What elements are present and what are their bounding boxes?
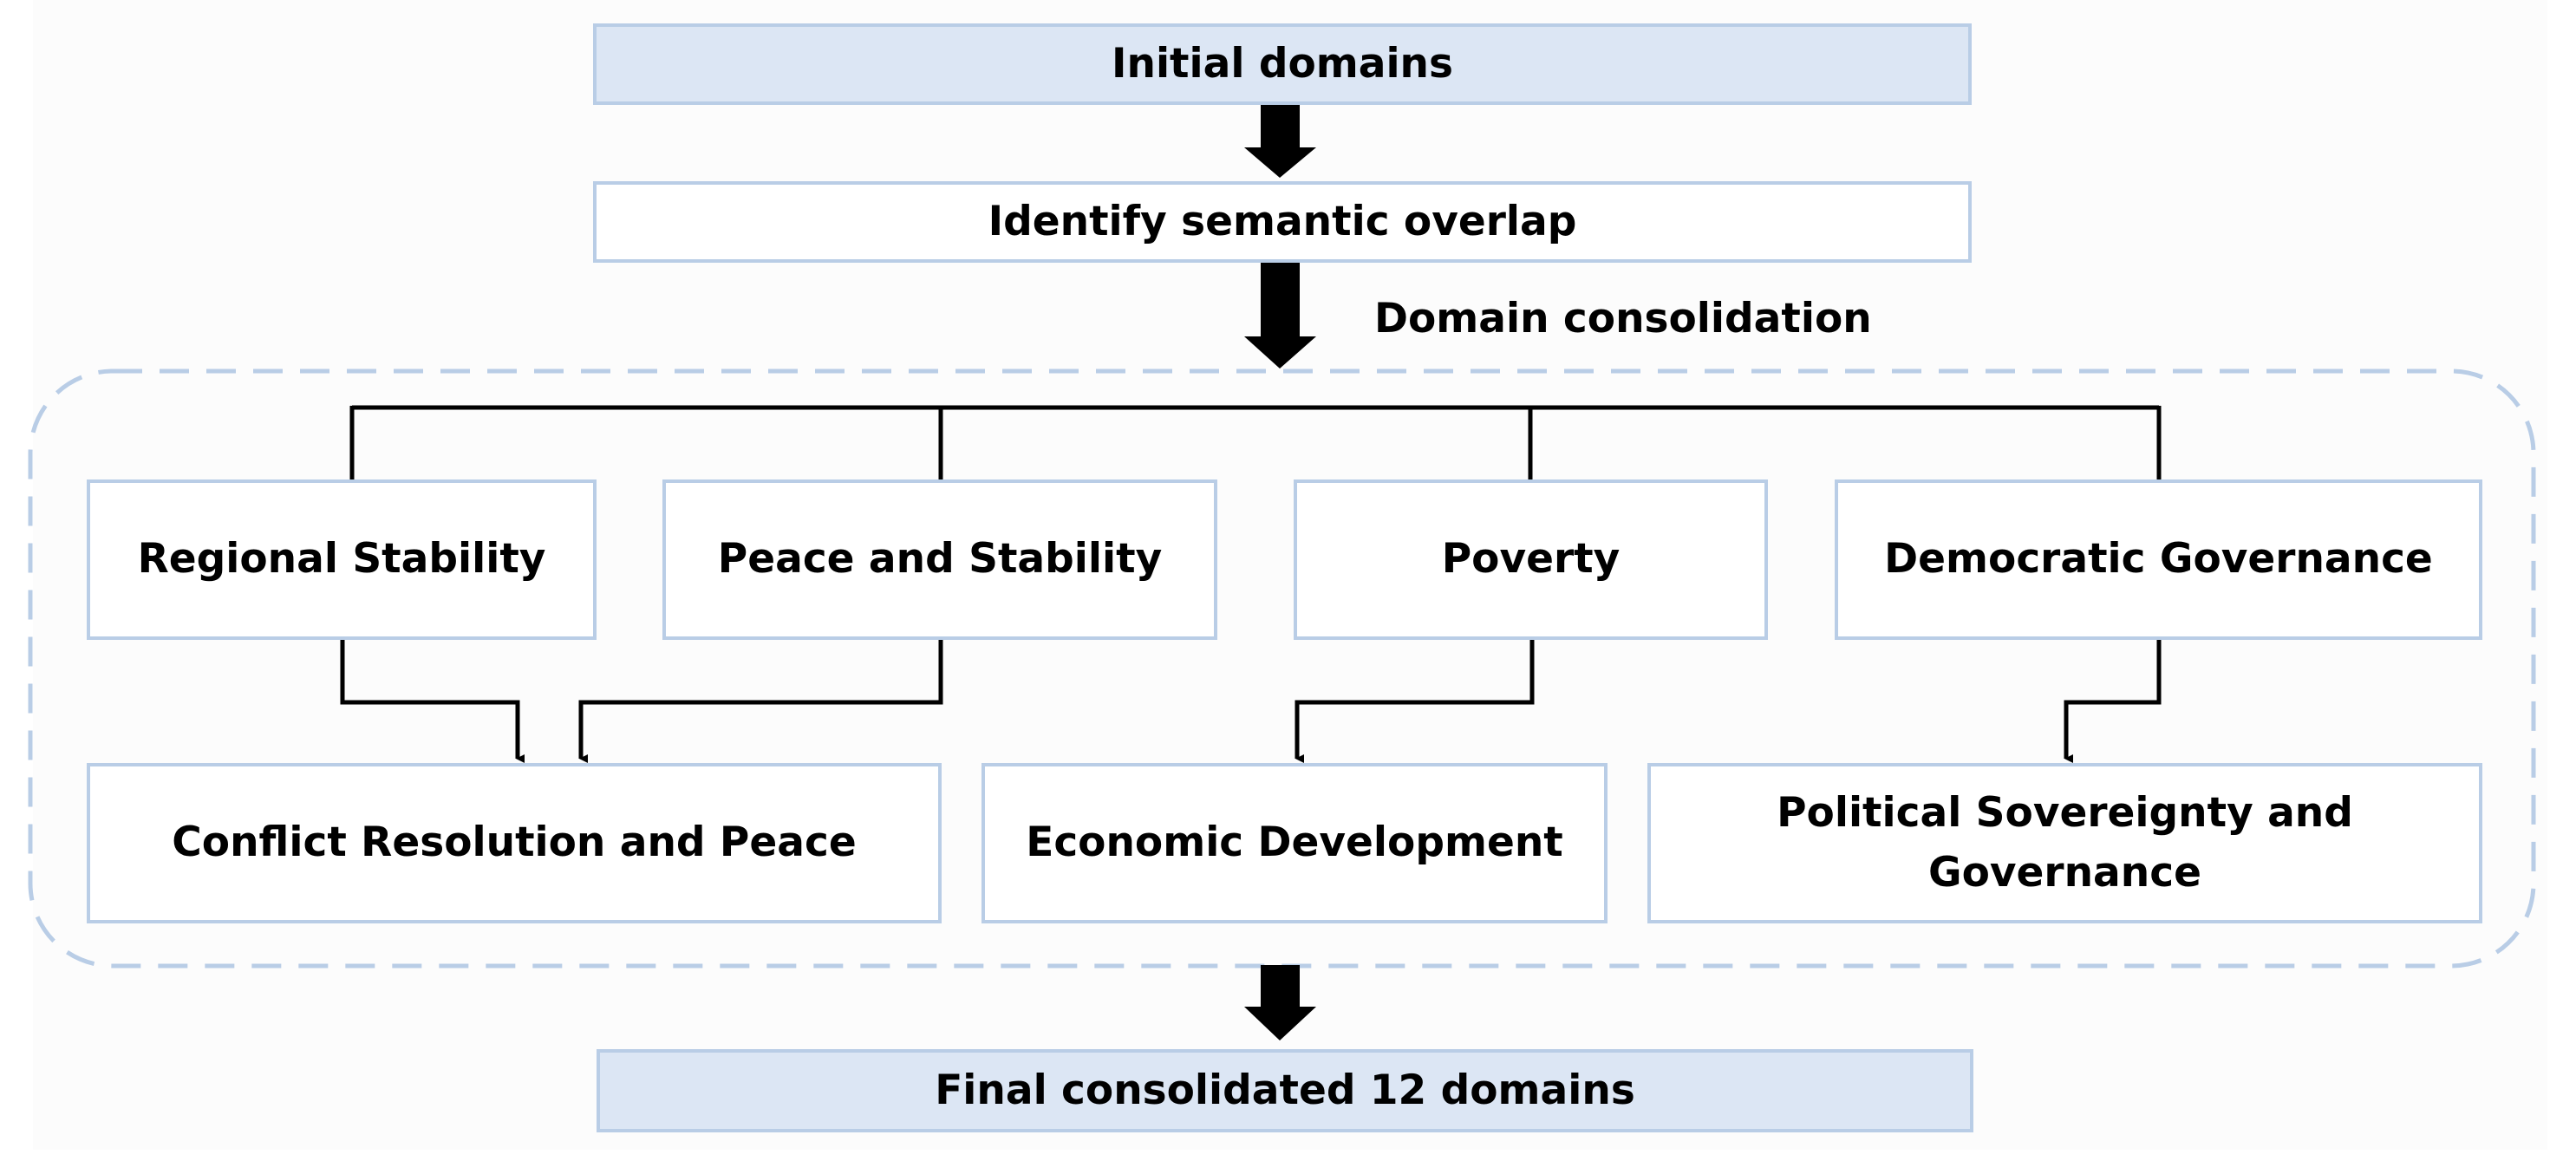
identify-overlap-box: Identify semantic overlap	[593, 181, 1972, 263]
final-domains-label: Final consolidated 12 domains	[935, 1066, 1635, 1114]
source-domain-label: Peace and Stability	[717, 535, 1163, 584]
target-domain-label: Conflict Resolution and Peace	[172, 819, 857, 867]
source-domain-regional-stability: Regional Stability	[87, 479, 597, 640]
source-domain-label: Poverty	[1441, 535, 1621, 584]
final-domains-box: Final consolidated 12 domains	[597, 1049, 1973, 1132]
source-domain-peace-and-stability: Peace and Stability	[662, 479, 1217, 640]
target-domain-label: Political Sovereignty and Governance	[1777, 789, 2353, 897]
target-domain-conflict-resolution: Conflict Resolution and Peace	[87, 763, 942, 923]
connector-democratic-to-political	[2064, 640, 2162, 763]
connector-poverty-to-economic	[1295, 640, 1535, 763]
top-bracket-connector	[349, 405, 2162, 479]
arrow-identify-to-consolidation	[1244, 258, 1316, 369]
source-domain-label: Democratic Governance	[1884, 535, 2433, 584]
arrow-consolidation-to-final	[1244, 965, 1316, 1040]
source-domain-label: Regional Stability	[137, 535, 546, 584]
source-domain-poverty: Poverty	[1294, 479, 1768, 640]
target-domain-political-sovereignty: Political Sovereignty and Governance	[1647, 763, 2482, 923]
initial-domains-label: Initial domains	[1112, 39, 1453, 88]
target-domain-label: Economic Development	[1026, 819, 1563, 867]
identify-overlap-label: Identify semantic overlap	[988, 197, 1577, 245]
target-domain-economic-development: Economic Development	[981, 763, 1608, 923]
connector-regional-to-conflict	[340, 640, 525, 763]
arrow-initial-to-identify	[1244, 104, 1316, 178]
source-domain-democratic-governance: Democratic Governance	[1835, 479, 2482, 640]
initial-domains-box: Initial domains	[593, 23, 1972, 105]
connector-peace-to-conflict	[578, 640, 943, 763]
domain-consolidation-label: Domain consolidation	[1374, 295, 1872, 342]
